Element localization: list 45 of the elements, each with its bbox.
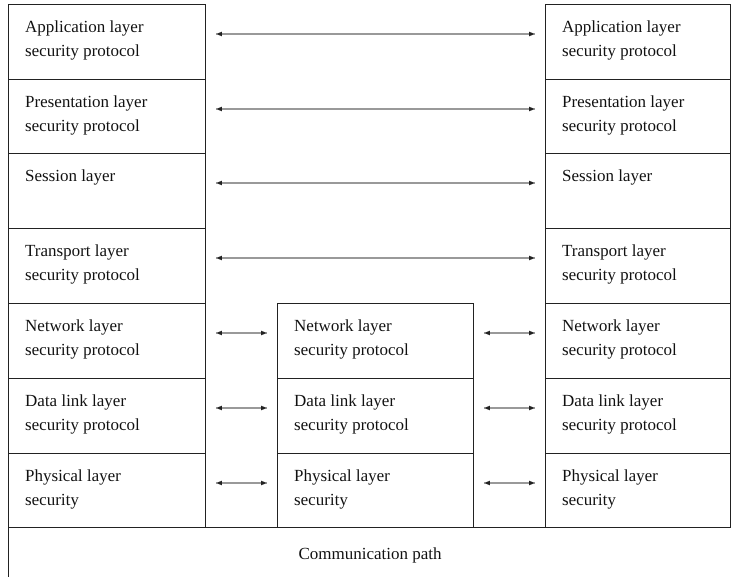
layer-box <box>8 228 206 304</box>
layer-box <box>8 378 206 454</box>
layer-label: Network layer security protocol <box>25 315 141 361</box>
double-arrow <box>484 330 536 336</box>
double-arrow <box>216 406 268 410</box>
double-arrow <box>216 32 536 36</box>
layer-label: Network layer security protocol <box>562 315 678 361</box>
layer-box <box>277 453 474 528</box>
layer-label: Data link layer security protocol <box>294 390 410 436</box>
double-arrow <box>216 106 536 112</box>
layer-label: Presentation layer security protocol <box>25 91 148 137</box>
layer-label: Network layer security protocol <box>294 315 410 361</box>
layer-label: Session layer <box>25 165 116 187</box>
double-arrow <box>484 406 536 410</box>
layer-label: Application layer security protocol <box>25 16 144 62</box>
double-arrow <box>216 180 536 186</box>
double-arrow <box>216 330 268 336</box>
layer-box <box>277 303 474 379</box>
layer-box <box>545 4 731 80</box>
layer-label: Data link layer security protocol <box>25 390 141 436</box>
layer-box <box>8 153 206 229</box>
double-arrow <box>216 480 268 486</box>
layer-box <box>8 303 206 379</box>
layer-label: Transport layer security protocol <box>562 240 678 286</box>
layer-label: Session layer <box>562 165 654 187</box>
layer-box <box>545 79 731 154</box>
double-arrow <box>216 256 536 260</box>
layer-label: Physical layer security <box>562 465 659 511</box>
layer-box <box>545 378 731 454</box>
layer-box <box>545 303 731 379</box>
layer-label: Application layer security protocol <box>562 16 682 62</box>
layer-box <box>277 378 474 454</box>
layer-label: Physical layer security <box>25 465 122 511</box>
layer-label: Communication path <box>297 543 443 565</box>
layer-box <box>8 453 206 528</box>
layer-label: Physical layer security <box>294 465 391 511</box>
layer-label: Presentation layer security protocol <box>562 91 686 137</box>
layer-label: Data link layer security protocol <box>562 390 678 436</box>
layer-box <box>545 228 731 304</box>
double-arrow <box>484 480 536 486</box>
layer-box <box>8 79 206 154</box>
layer-box <box>545 453 731 528</box>
layer-label: Transport layer security protocol <box>25 240 141 286</box>
layer-box <box>545 153 731 229</box>
layer-box <box>8 4 206 80</box>
